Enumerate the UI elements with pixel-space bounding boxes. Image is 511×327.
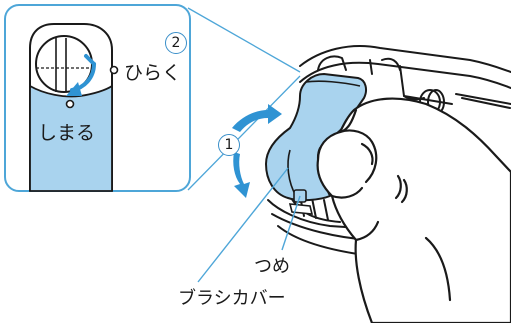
close-label: しまる: [38, 124, 95, 143]
step-1-number: 1: [225, 137, 234, 153]
hand: [318, 99, 511, 323]
step-2-badge: 2: [165, 32, 187, 54]
claw-label: つめ: [254, 258, 290, 276]
step-1-badge: 1: [218, 134, 240, 156]
inset-box: [5, 5, 190, 191]
step-2-number: 2: [172, 35, 181, 51]
open-label: ひらく: [124, 64, 181, 83]
brush-cover-label: ブラシカバー: [178, 290, 286, 308]
